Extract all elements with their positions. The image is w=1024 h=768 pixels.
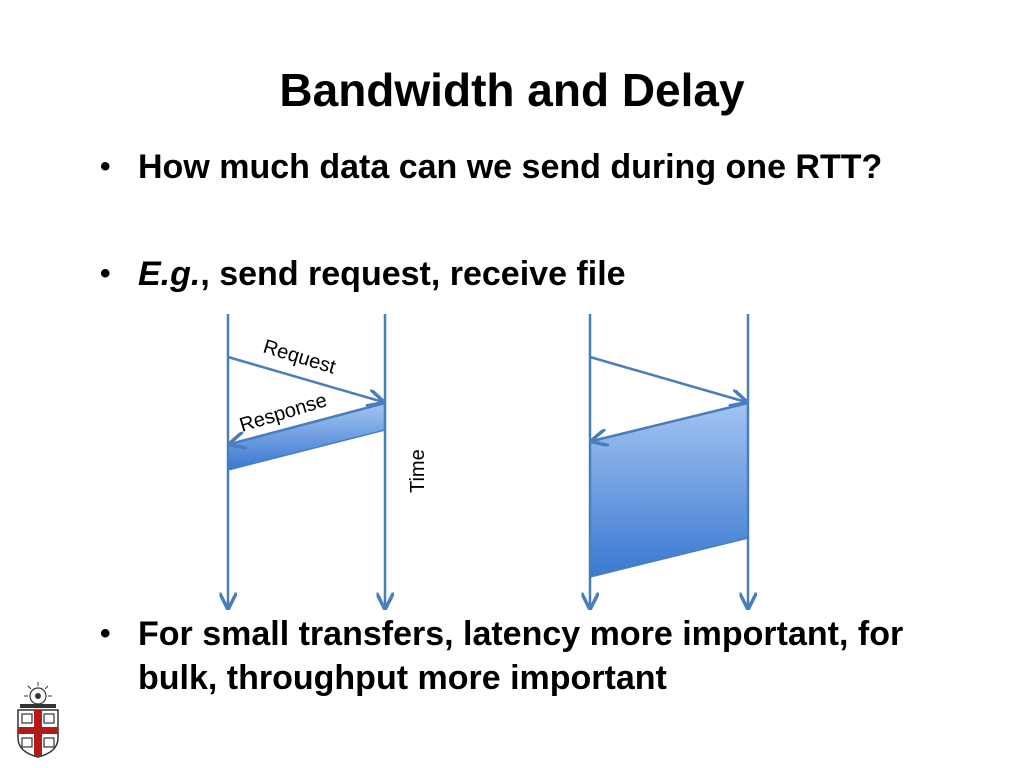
bullet-text: How much data can we send during one RTT…: [138, 148, 883, 186]
bullet-item: • For small transfers, latency more impo…: [98, 612, 918, 700]
time-axis-label: Time: [407, 449, 429, 493]
small-transfer-diagram: Request Response Time: [228, 314, 429, 608]
university-crest-icon: [17, 682, 59, 758]
bullet-list-top: • How much data can we send during one R…: [98, 145, 918, 189]
bullet-dot-icon: •: [100, 150, 111, 183]
bulk-data-band: [589, 402, 749, 578]
bullet-list-bottom: • For small transfers, latency more impo…: [98, 612, 918, 700]
bullet-item: • E.g., send request, receive file: [98, 252, 918, 296]
bullet-dot-icon: •: [100, 617, 111, 650]
bullet-item: • How much data can we send during one R…: [98, 145, 918, 189]
response-arrow: [230, 401, 386, 444]
bullet-emphasis: E.g.: [138, 255, 201, 293]
response-arrow: [592, 401, 749, 441]
request-arrow: [227, 355, 383, 402]
slide-title: Bandwidth and Delay: [279, 64, 745, 116]
bullet-text: , send request, receive file: [200, 255, 626, 293]
request-label: Request: [261, 336, 339, 379]
request-arrow: [589, 355, 746, 402]
bullet-dot-icon: •: [100, 257, 111, 290]
bulk-transfer-diagram: [590, 314, 748, 608]
bullet-list-middle: • E.g., send request, receive file: [98, 252, 918, 296]
bullet-text: For small transfers, latency more import…: [138, 615, 904, 697]
